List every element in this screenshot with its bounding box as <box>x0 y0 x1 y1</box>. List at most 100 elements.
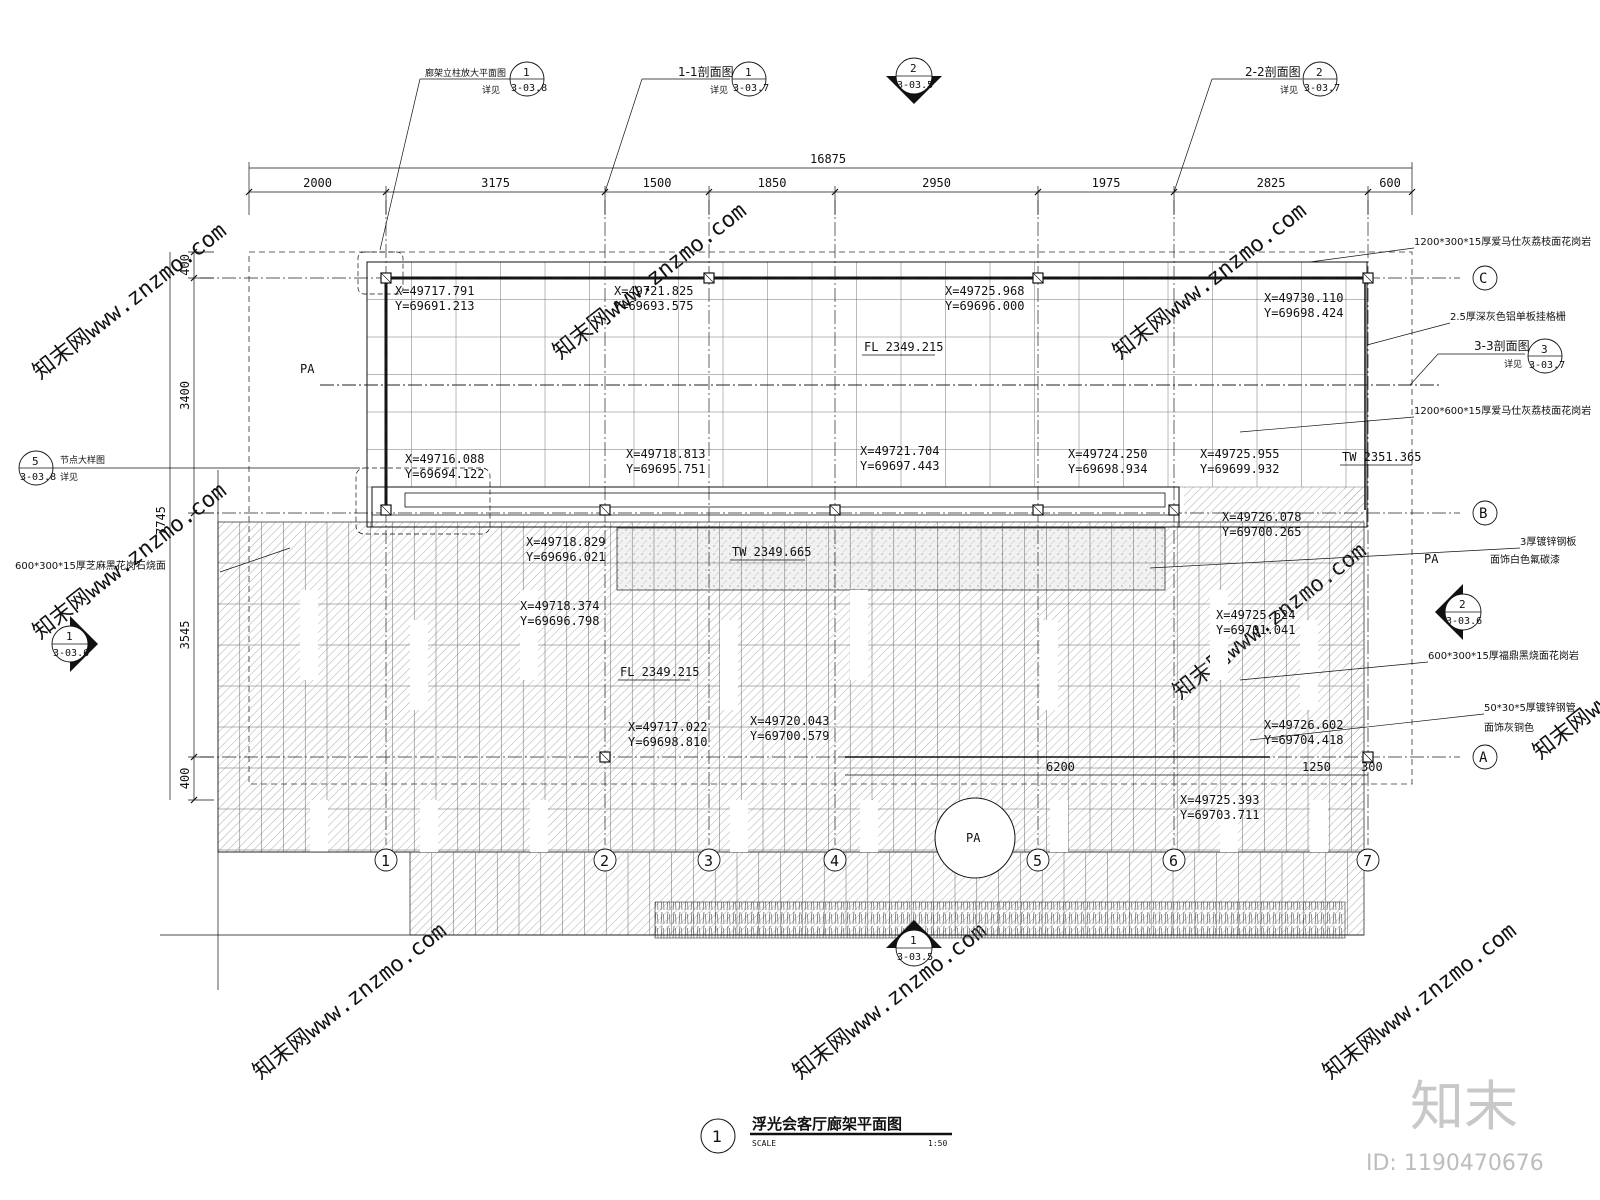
callout-section-33-sheet: 3-03.7 <box>1529 360 1565 371</box>
coordinate-y: Y=69694.122 <box>405 467 484 481</box>
material-label: 50*30*5厚镀锌钢管 <box>1484 701 1576 714</box>
coordinate-x: X=49725.968 <box>945 284 1024 298</box>
callout-section-11-sheet: 3-03.7 <box>733 83 769 94</box>
dashed-extents <box>248 251 1413 785</box>
column-axis-label: 5 <box>1033 852 1042 870</box>
dimension-bottom: 300 <box>1361 760 1383 774</box>
watermark-text: 知末网www.znzmo.com <box>1108 198 1311 364</box>
callout-detail-plan-number: 1 <box>523 66 530 79</box>
callout-section-11-number: 1 <box>745 66 752 79</box>
fl-upper-label: FL 2349.215 <box>864 340 943 354</box>
coordinate-x: X=49726.602 <box>1264 718 1343 732</box>
dimension-bottom: 1250 <box>1302 760 1331 774</box>
coordinate-y: Y=69700.579 <box>750 729 829 743</box>
coordinate-x: X=49726.078 <box>1222 510 1301 524</box>
dimension-top: 1500 <box>643 176 672 190</box>
callout-label: 廊架立柱放大平面图 <box>425 67 506 79</box>
material-label: 600*300*15厚福鼎黑烧面花岗岩 <box>1428 649 1579 662</box>
watermark-text: 知末网www.znzmo.com <box>28 218 231 384</box>
coordinate-x: X=49724.250 <box>1068 447 1147 461</box>
dimension-top: 1850 <box>758 176 787 190</box>
brand-watermark: 知末 <box>1410 1075 1518 1138</box>
coordinate-y: Y=69696.021 <box>526 550 605 564</box>
column-axis-label: 7 <box>1363 852 1372 870</box>
material-label: 面饰白色氟碳漆 <box>1490 553 1560 566</box>
callout-label: 1-1剖面图 <box>678 65 734 79</box>
dimension-left: 3400 <box>178 381 192 410</box>
pa-right-label: PA <box>1424 552 1439 566</box>
elevation-marker-right-sheet: 3-03.6 <box>1446 616 1482 627</box>
column-axis-label: 2 <box>600 852 609 870</box>
coordinate-y: Y=69691.213 <box>395 299 474 313</box>
section-callouts: 廊架立柱放大平面图详见13-03.81-1剖面图详见13-03.72-2剖面图详… <box>18 57 1565 967</box>
coordinate-x: X=49720.043 <box>750 714 829 728</box>
column-axis-label: 1 <box>381 852 390 870</box>
dimension-top: 2950 <box>922 176 951 190</box>
coordinate-x: X=49718.374 <box>520 599 599 613</box>
id-watermark: ID: 1190470676 <box>1366 1151 1544 1176</box>
watermark-text: 知末网www.znzmo.com <box>548 198 751 364</box>
tw-right-label: TW 2351.365 <box>1342 450 1421 464</box>
dimension-top: 1975 <box>1092 176 1121 190</box>
callout-section-22-number: 2 <box>1316 66 1323 79</box>
elevation-marker-right-number: 2 <box>1459 598 1466 611</box>
coordinate-x: X=49730.110 <box>1264 291 1343 305</box>
pa-labels: PA PA PA <box>300 362 1439 879</box>
watermark-text: 知末网www.znzmo.com <box>248 918 451 1084</box>
callout-detail-plan-sheet: 3-03.8 <box>511 83 547 94</box>
row-axis-label: B <box>1479 506 1487 522</box>
column-axis-circle <box>1162 848 1186 872</box>
column-markers: 1 2 3 4 5 6 7 <box>374 272 1380 872</box>
callout-see: 详见 <box>1280 84 1298 96</box>
material-label: 1200*600*15厚爱马仕灰荔枝面花岗岩 <box>1414 404 1591 417</box>
column-axis-label: 4 <box>830 852 839 870</box>
coordinate-x: X=49716.088 <box>405 452 484 466</box>
column-axis-circle <box>1356 848 1380 872</box>
elevation-marker-left-number: 1 <box>66 630 73 643</box>
row-axis-circle <box>1472 744 1498 770</box>
dimension-overall: 16875 <box>810 152 846 166</box>
callout-label: 节点大样图 <box>60 454 105 466</box>
coordinate-y: Y=69700.265 <box>1222 525 1301 539</box>
tw-mid-label: TW 2349.665 <box>732 545 811 559</box>
pa-circle <box>934 797 1016 879</box>
elevation-marker-bottom-sheet: 3-03.5 <box>897 952 933 963</box>
coordinate-y: Y=69698.810 <box>628 735 707 749</box>
coordinate-y: Y=69701.041 <box>1216 623 1295 637</box>
elevation-marker-bottom-number: 1 <box>910 934 917 947</box>
coordinate-y: Y=69699.932 <box>1200 462 1279 476</box>
dimension-top: 2825 <box>1257 176 1286 190</box>
callout-section-22-sheet: 3-03.7 <box>1304 83 1340 94</box>
scale-label: SCALE <box>752 1139 776 1148</box>
dimension-left-total: 7745 <box>154 506 168 535</box>
material-label: 2.5厚深灰色铝单板挂格栅 <box>1450 310 1566 323</box>
column-axis-label: 3 <box>704 852 713 870</box>
callout-node-detail-sheet: 3-03.8 <box>20 472 56 483</box>
column-axis-circle <box>823 848 847 872</box>
material-label: 面饰灰铜色 <box>1484 721 1534 734</box>
coordinate-x: X=49721.825 <box>614 284 693 298</box>
callout-node-detail-number: 5 <box>32 455 39 468</box>
coordinate-x: X=49721.704 <box>860 444 939 458</box>
elevation-labels: FL 2349.215 FL 2349.215 TW 2349.665 TW 2… <box>618 340 1421 681</box>
coordinate-y: Y=69697.443 <box>860 459 939 473</box>
dimension-left: 3545 <box>178 620 192 649</box>
callout-section-33-number: 3 <box>1541 343 1548 356</box>
title-number-circle <box>700 1118 736 1154</box>
elevation-marker-left-sheet: 3-03.6 <box>53 648 89 659</box>
pa-left-label: PA <box>300 362 315 376</box>
title-block: 1 浮光会客厅廊架平面图 SCALE 1:50 <box>700 1115 952 1154</box>
paving-area <box>217 487 1365 939</box>
column-axis-circle <box>1026 848 1050 872</box>
watermark-text: 知末网www.znzmo.com <box>788 918 991 1084</box>
callout-see: 详见 <box>60 471 78 483</box>
material-label: 600*300*15厚芝麻黑花岗石烧面 <box>15 559 166 572</box>
axis-lines: CBA <box>200 200 1498 845</box>
coordinate-y: Y=69704.418 <box>1264 733 1343 747</box>
drawing-title: 浮光会客厅廊架平面图 <box>752 1115 902 1133</box>
coordinate-y: Y=69698.424 <box>1264 306 1343 320</box>
column-axis-label: 6 <box>1169 852 1178 870</box>
coordinate-x: X=49725.393 <box>1180 793 1259 807</box>
row-axis-circle <box>1472 265 1498 291</box>
